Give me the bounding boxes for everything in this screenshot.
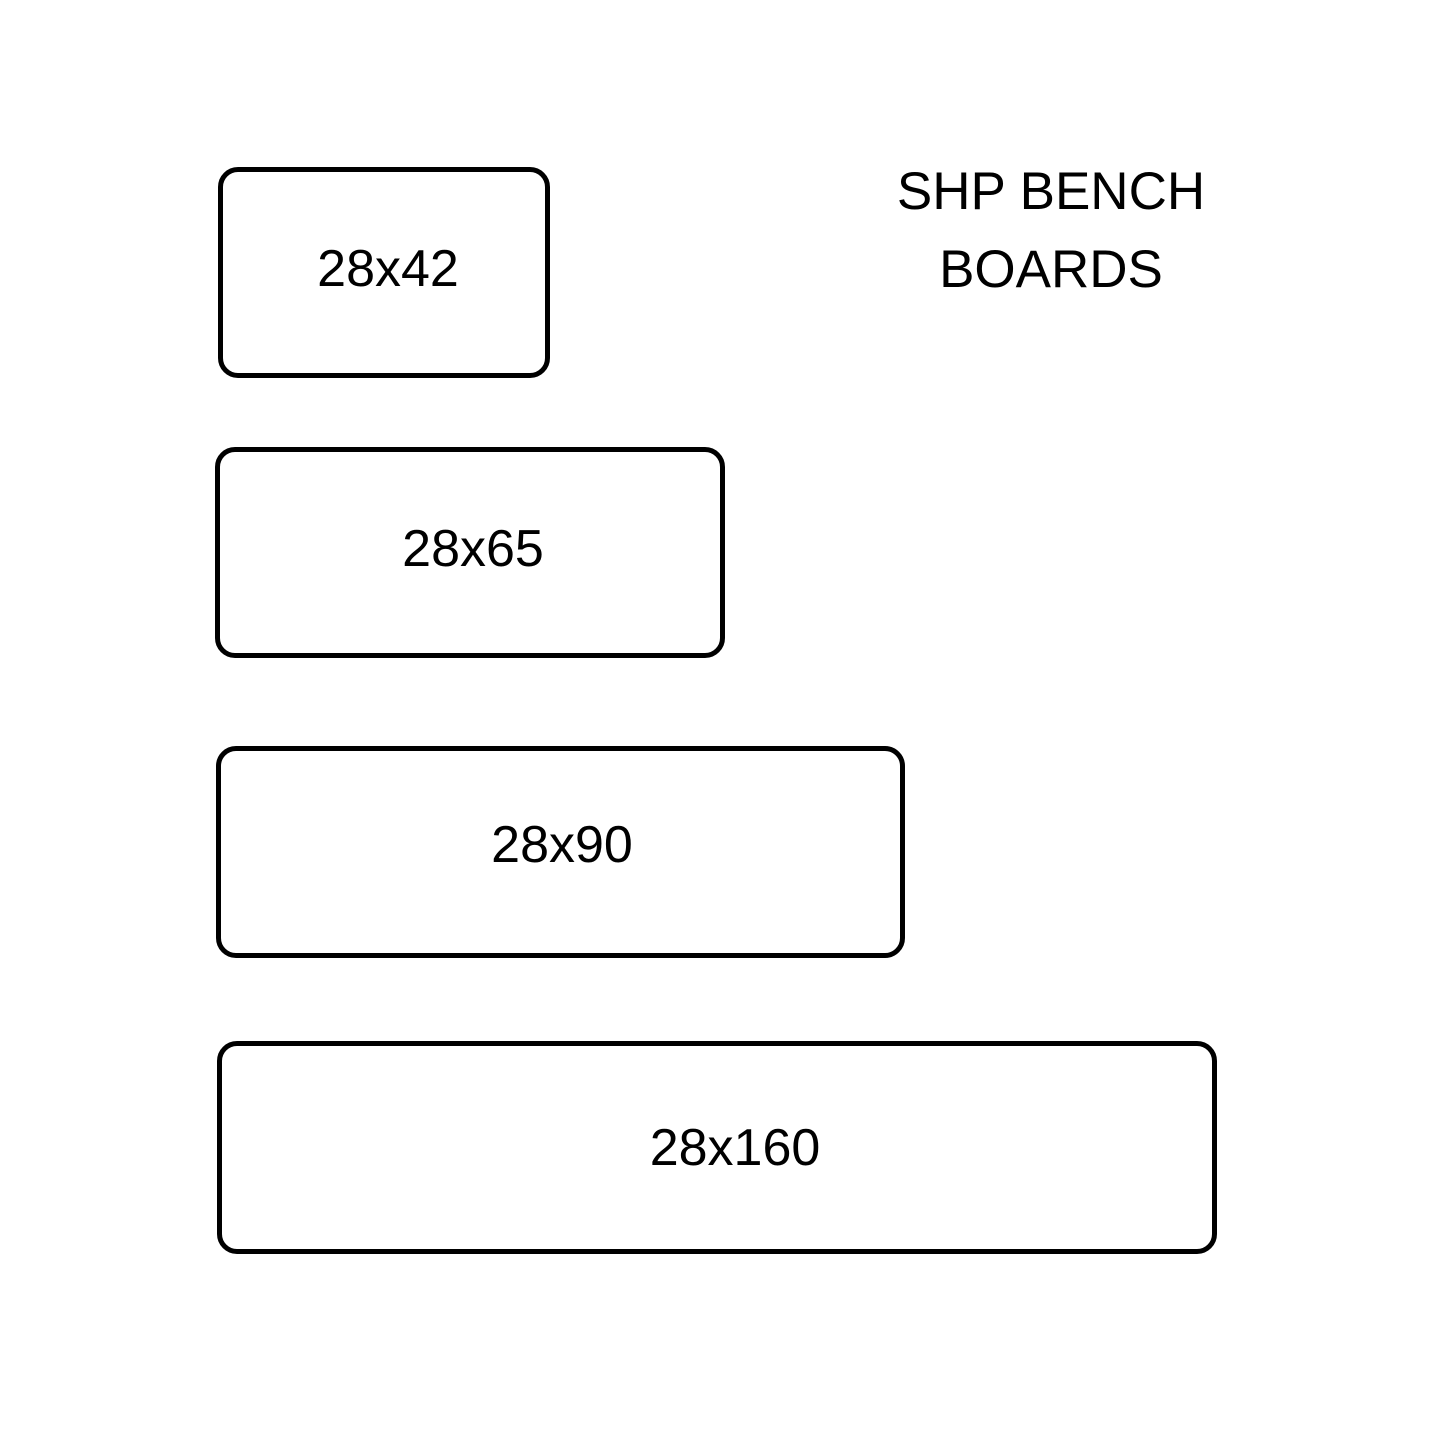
board-label-28x160: 28x160 (649, 1119, 821, 1177)
board-label-28x42: 28x42 (317, 240, 459, 298)
title-line-2: BOARDS (939, 240, 1163, 299)
board-label-28x90: 28x90 (491, 816, 633, 874)
board-rect-28x160 (217, 1041, 1217, 1254)
diagram-title: SHP BENCH BOARDS (897, 153, 1205, 309)
board-rect-28x42 (218, 167, 550, 378)
title-line-1: SHP BENCH (896, 162, 1206, 221)
board-label-28x65: 28x65 (402, 520, 544, 578)
board-rect-28x90 (216, 746, 905, 958)
board-rect-28x65 (215, 447, 725, 658)
